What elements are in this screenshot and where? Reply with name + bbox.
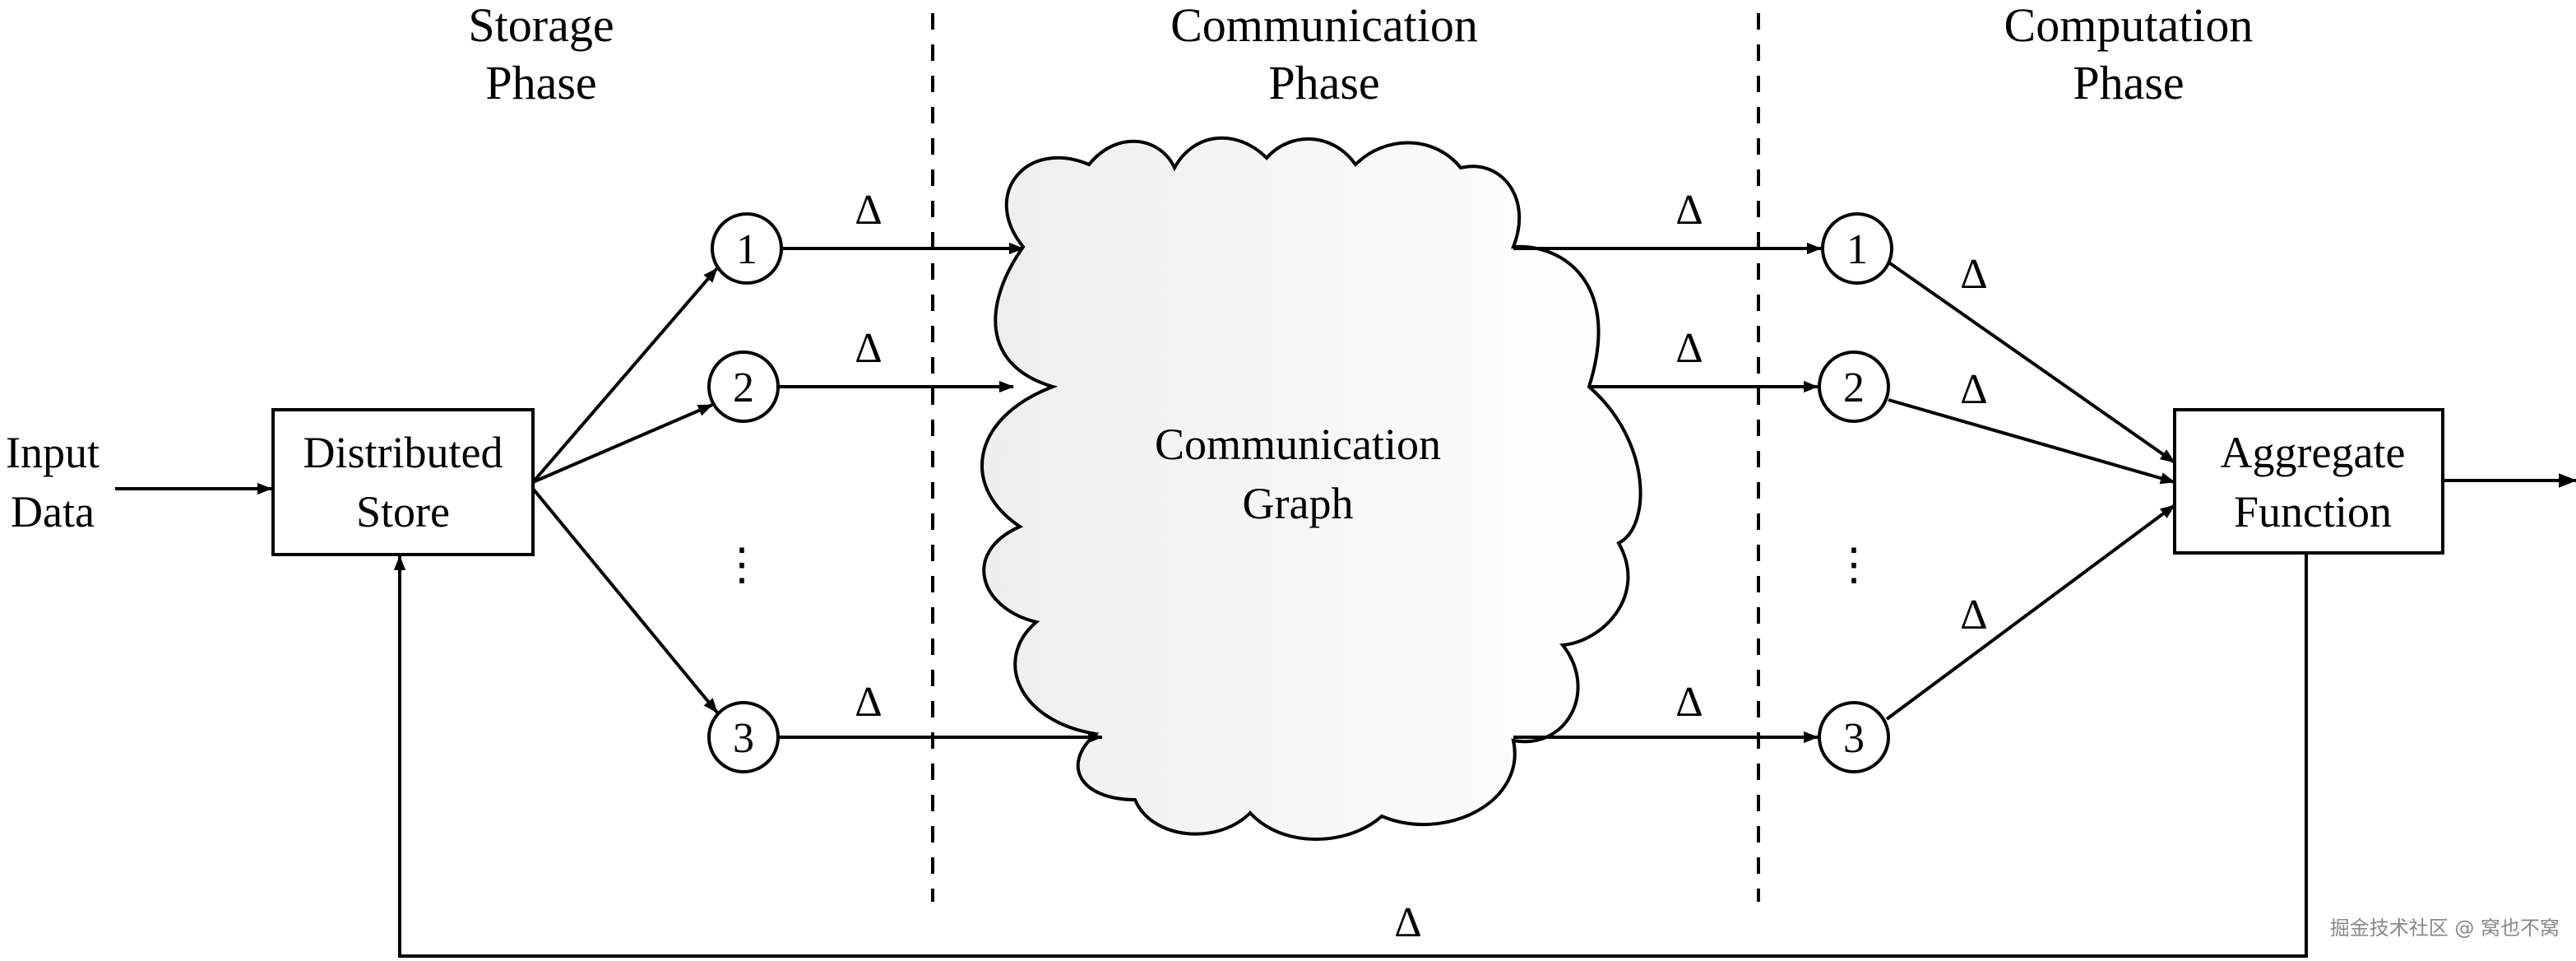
- right-node-1: [1821, 212, 1893, 285]
- left-nodes-ellipsis: ⋮: [720, 540, 764, 589]
- phase-communication-line2: Phase: [1268, 56, 1379, 109]
- store-line2: Store: [356, 487, 450, 536]
- delta-label-left-1: Δ: [855, 187, 882, 234]
- communication-graph-cloud: [980, 136, 1642, 841]
- phase-computation-line1: Computation: [2004, 0, 2254, 52]
- phase-storage-line2: Phase: [485, 56, 596, 109]
- input-data-line1: Input: [6, 428, 100, 477]
- cloud-label-line1: Communication: [1155, 420, 1441, 469]
- delta-label-feedback: Δ: [1394, 899, 1421, 946]
- left-node-1-label: 1: [736, 226, 758, 273]
- right-node-3: [1818, 701, 1890, 773]
- delta-label-agg-2: Δ: [1960, 366, 1987, 413]
- left-node-3-label: 3: [733, 715, 754, 762]
- store-to-node-2-arrow: [532, 403, 713, 484]
- phase-communication-line1: Communication: [1170, 0, 1478, 52]
- node-3-to-aggregate-arrow: [1885, 504, 2176, 721]
- delta-label-left-3: Δ: [855, 679, 882, 726]
- feedback-loop-arrow: [393, 553, 2308, 958]
- right-nodes-ellipsis: ⋮: [1832, 540, 1876, 589]
- store-line1: Distributed: [303, 428, 503, 477]
- delta-label-right-2: Δ: [1675, 325, 1703, 372]
- aggregate-line2: Function: [2234, 487, 2392, 536]
- aggregate-function-box: [2173, 408, 2444, 555]
- node-1-to-aggregate-arrow: [1888, 262, 2176, 464]
- aggregate-line1: Aggregate: [2221, 428, 2406, 477]
- store-to-node-1-arrow: [531, 267, 719, 484]
- node-2-to-aggregate-arrow: [1888, 398, 2175, 485]
- delta-label-right-3: Δ: [1675, 679, 1703, 726]
- right-node-1-label: 1: [1846, 226, 1868, 273]
- phase-storage-line1: Storage: [468, 0, 614, 52]
- right-node-2-label: 2: [1843, 364, 1865, 411]
- delta-label-agg-1: Δ: [1960, 251, 1987, 298]
- delta-label-agg-3: Δ: [1960, 592, 1987, 638]
- right-node-3-label: 3: [1843, 715, 1865, 762]
- watermark-text: 掘金技术社区 @ 窝也不窝: [2330, 917, 2560, 940]
- delta-label-right-1: Δ: [1675, 187, 1703, 234]
- store-to-node-3-arrow: [531, 487, 719, 714]
- delta-label-left-2: Δ: [855, 325, 882, 372]
- right-node-2: [1818, 351, 1890, 423]
- left-node-2-label: 2: [733, 364, 754, 411]
- cloud-label-line2: Graph: [1243, 479, 1354, 528]
- phase-computation-line2: Phase: [2073, 56, 2184, 109]
- input-data-line2: Data: [11, 487, 95, 536]
